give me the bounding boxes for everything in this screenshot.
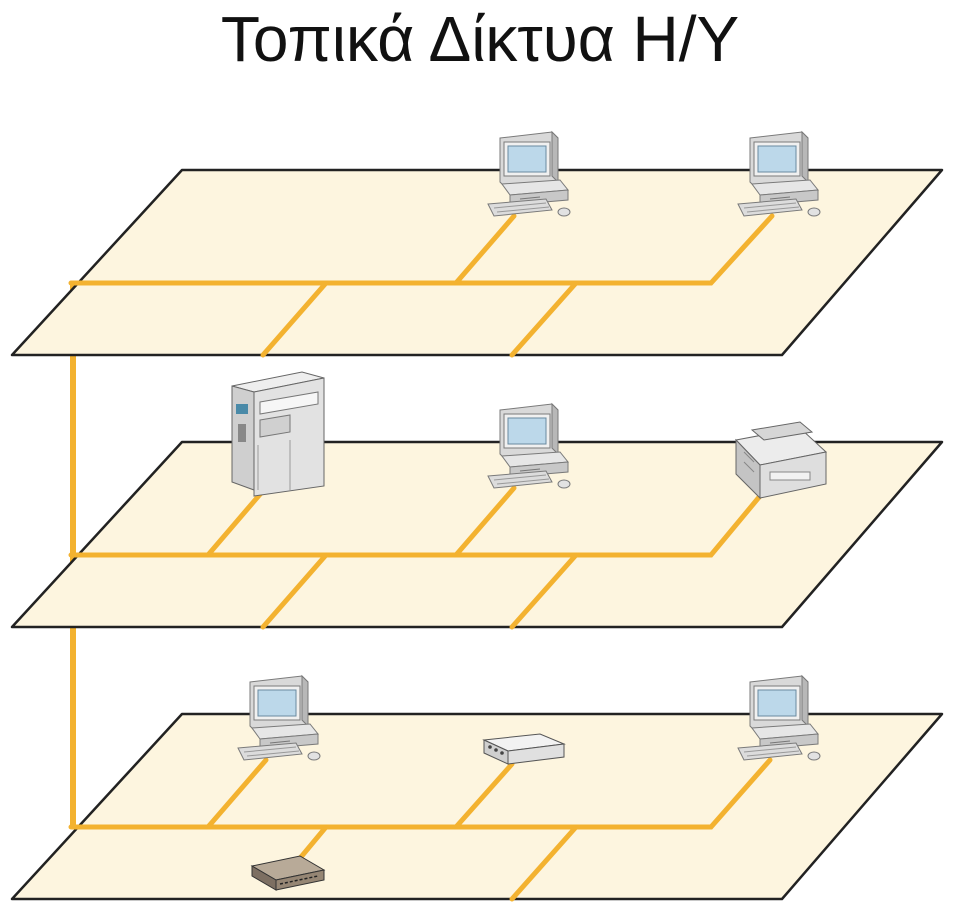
modem-icon	[250, 855, 326, 891]
floor-top	[10, 131, 944, 358]
server-icon	[231, 371, 325, 497]
page-title: Τοπικά Δίκτυα Η/Υ	[220, 3, 740, 75]
hub-icon	[482, 733, 566, 765]
floor-middle	[10, 371, 944, 630]
printer-icon	[734, 421, 828, 500]
floor-bottom	[10, 675, 944, 902]
